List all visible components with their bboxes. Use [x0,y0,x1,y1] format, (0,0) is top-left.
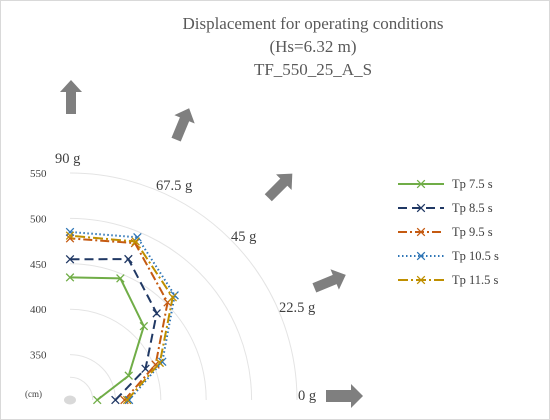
radial-tick-label: 500 [30,213,47,225]
data-point-marker [92,395,102,405]
direction-label-67-5: 67.5 g [156,178,192,194]
series-4 [65,227,179,405]
data-point-marker [158,357,167,367]
direction-label-45: 45 g [231,229,256,245]
data-point-marker [155,358,165,368]
series-1 [65,273,149,405]
legend-marker [416,179,426,189]
data-point-marker [131,237,140,246]
chart-title-line-1: Displacement for operating conditions [182,14,443,33]
legend-item: Tp 11.5 s [398,273,499,287]
direction-arrows [60,80,363,408]
legend-item: Tp 9.5 s [398,225,493,239]
radial-tick-label: 400 [30,304,47,316]
radial-tick-label: 550 [30,168,47,180]
data-point-marker [139,321,149,331]
direction-labels: 0 g 22.5 g 45 g 67.5 g 90 g [55,151,316,404]
direction-label-90: 90 g [55,151,80,167]
radial-gridline [69,263,207,401]
legend-label: Tp 8.5 s [452,201,493,215]
wave-direction-arrow-icon-0 [326,384,363,408]
radial-gridline [69,172,298,401]
chart-title-line-2: (Hs=6.32 m) [269,37,356,56]
wave-direction-arrow-icon-22-5 [312,269,346,293]
legend-marker [416,203,426,213]
legend-marker [416,275,426,285]
data-point-marker [124,395,134,405]
data-point-marker [124,371,133,380]
data-point-marker [65,234,75,243]
legend-label: Tp 11.5 s [452,273,499,287]
radial-axis-labels: (cm) 550 500 450 400 350 [25,168,47,399]
data-point-marker [65,255,75,264]
data-series [65,227,179,405]
legend-item: Tp 8.5 s [398,201,493,215]
radial-axis-unit: (cm) [25,389,42,399]
direction-label-22-5: 22.5 g [279,300,315,316]
wave-direction-arrow-icon-90 [60,80,82,114]
legend: Tp 7.5 s Tp 8.5 s Tp 9.5 s Tp 10.5 s Tp 11.5… [398,177,499,287]
wave-direction-arrow-icon-45 [264,173,293,202]
legend-item: Tp 7.5 s [398,177,493,191]
data-point-marker [122,395,132,405]
legend-label: Tp 7.5 s [452,177,493,191]
data-point-marker [116,274,125,283]
data-point-marker [65,227,75,237]
radial-gridline [69,376,94,401]
data-point-marker [111,395,120,405]
series-2 [65,254,161,405]
data-point-marker [124,254,133,264]
series-5 [65,231,177,405]
wave-direction-arrow-icon-67-5 [171,108,195,142]
origin-marker [64,395,76,405]
series-line [69,276,145,401]
radial-gridline [69,354,116,401]
direction-label-0: 0 g [298,388,316,404]
legend-label: Tp 10.5 s [452,249,499,263]
radial-tick-label: 350 [30,350,47,362]
data-point-marker [152,309,161,318]
legend-item: Tp 10.5 s [398,249,499,263]
data-point-marker [141,364,150,373]
chart-title-line-3: TF_550_25_A_S [254,60,372,79]
legend-label: Tp 9.5 s [452,225,493,239]
data-point-marker [65,231,75,240]
chart-title: Displacement for operating conditions (H… [182,14,443,79]
radial-gridline [69,308,162,401]
legend-marker [416,251,426,261]
series-line [69,237,169,401]
legend-marker [416,227,426,237]
radial-gridlines [69,172,298,401]
data-point-marker [168,293,177,302]
radial-tick-label: 450 [30,259,47,271]
data-point-marker [65,273,75,282]
radial-gridline [69,217,253,401]
